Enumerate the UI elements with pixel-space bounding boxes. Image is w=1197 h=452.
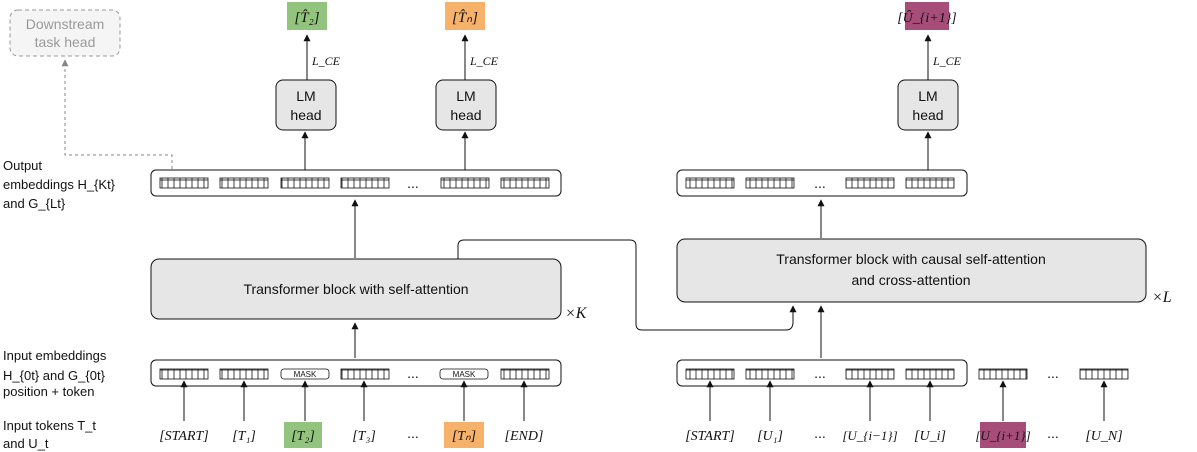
side-input-emb-line1: Input embeddings [3, 348, 107, 363]
side-output-line3: and G_{Lt} [3, 196, 66, 211]
decoder-transformer-block: Transformer block with causal self-atten… [676, 238, 1147, 303]
enc-out-ellipsis: ... [407, 175, 419, 191]
dec-token-ui: [U_i] [914, 429, 946, 444]
output-u-highlight [905, 2, 949, 30]
output-u-label: [Û_{i+1}] [897, 9, 957, 26]
dec-token-u1: [U₁] [757, 429, 783, 444]
side-output-line1: Output [3, 158, 42, 173]
encoder-repeat-label: ×K [565, 305, 588, 322]
encoder-block-label: Transformer block with self-attention [243, 281, 468, 297]
lm-head-2-line2: head [450, 107, 481, 123]
enc-token-ellipsis: ... [407, 425, 419, 441]
encoder-output-tn: [T̂ₙ] [445, 2, 485, 30]
dec-future-ellipsis: ... [1047, 365, 1059, 381]
decoder-loss: L_CE [932, 54, 962, 68]
mask-label-1: MASK [294, 370, 317, 379]
dec-token-un: [U_N] [1085, 429, 1122, 444]
enc-token-t3: [T₃] [352, 429, 376, 444]
dec-in-ellipsis: ... [814, 365, 826, 381]
encoder-loss-1: L_CE [311, 54, 341, 68]
enc-token-tn: [Tₙ] [452, 429, 476, 444]
dec-lm-head-line2: head [912, 107, 943, 123]
decoder-input-embeddings: ... [676, 359, 968, 387]
enc-token-start: [START] [159, 429, 209, 444]
enc-token-t2: [T₂] [291, 429, 315, 444]
input-t2-highlight [284, 422, 322, 448]
encoder-input-embeddings: MASK ... MASK [150, 359, 562, 387]
dec-token-start: [START] [685, 429, 735, 444]
dec-lm-head-line1: LM [918, 88, 937, 104]
enc-token-end: [END] [505, 429, 544, 444]
input-u-highlight [980, 422, 1026, 448]
encoder-lm-head-1: LM head [275, 79, 337, 131]
side-input-emb-line2: H_{0t} and G_{0t} [3, 368, 106, 383]
output-tn-highlight [445, 2, 485, 30]
output-tn-label: [T̂ₙ] [452, 10, 478, 26]
future-embedding-1 [978, 368, 1028, 380]
output-t2-label: [T̂₂] [294, 10, 319, 26]
enc-token-t1: [T₁] [232, 429, 256, 444]
cross-attention-connector [457, 239, 797, 331]
decoder-block-line2: and cross-attention [851, 272, 970, 288]
decoder-lm-head: LM head [897, 79, 959, 131]
output-t2-highlight [287, 2, 327, 30]
lm-head-2-line1: LM [456, 88, 475, 104]
decoder-output-embeddings: ... [676, 169, 968, 197]
side-tokens-line2: and U_t [3, 436, 49, 451]
downstream-task-head: Downstream task head [9, 9, 121, 57]
decoder-output-u: [Û_{i+1}] [897, 2, 957, 30]
downstream-line1: Downstream [26, 16, 105, 32]
decoder-block-line1: Transformer block with causal self-atten… [776, 251, 1045, 267]
enc-in-ellipsis: ... [407, 365, 419, 381]
encoder-lm-head-2: LM head [435, 79, 497, 131]
dec-token-u-ip1: [U_{i+1}] [975, 428, 1030, 443]
side-input-emb-line3: position + token [3, 384, 94, 399]
encoder-loss-2: L_CE [469, 54, 499, 68]
dec-token-u-im1: [U_{i−1}] [842, 428, 897, 443]
lm-head-1-line2: head [290, 107, 321, 123]
mask-label-2: MASK [453, 370, 476, 379]
encoder-output-embeddings: ... [150, 169, 562, 197]
downstream-line2: task head [35, 34, 96, 50]
lm-head-1-line1: LM [296, 88, 315, 104]
dec-out-ellipsis: ... [814, 175, 826, 191]
downstream-connector [61, 59, 173, 175]
side-tokens-line1: Input tokens T_t [3, 418, 96, 433]
future-embedding-2 [1079, 368, 1129, 380]
input-tn-highlight [444, 422, 484, 448]
decoder-repeat-label: ×L [1152, 289, 1172, 306]
encoder-transformer-block: Transformer block with self-attention [150, 258, 562, 320]
encoder-output-t2: [T̂₂] [287, 2, 327, 30]
dec-token-ellipsis-2: ... [1047, 425, 1059, 441]
side-output-line2: embeddings H_{Kt} [3, 177, 116, 192]
dec-token-ellipsis-1: ... [814, 425, 826, 441]
